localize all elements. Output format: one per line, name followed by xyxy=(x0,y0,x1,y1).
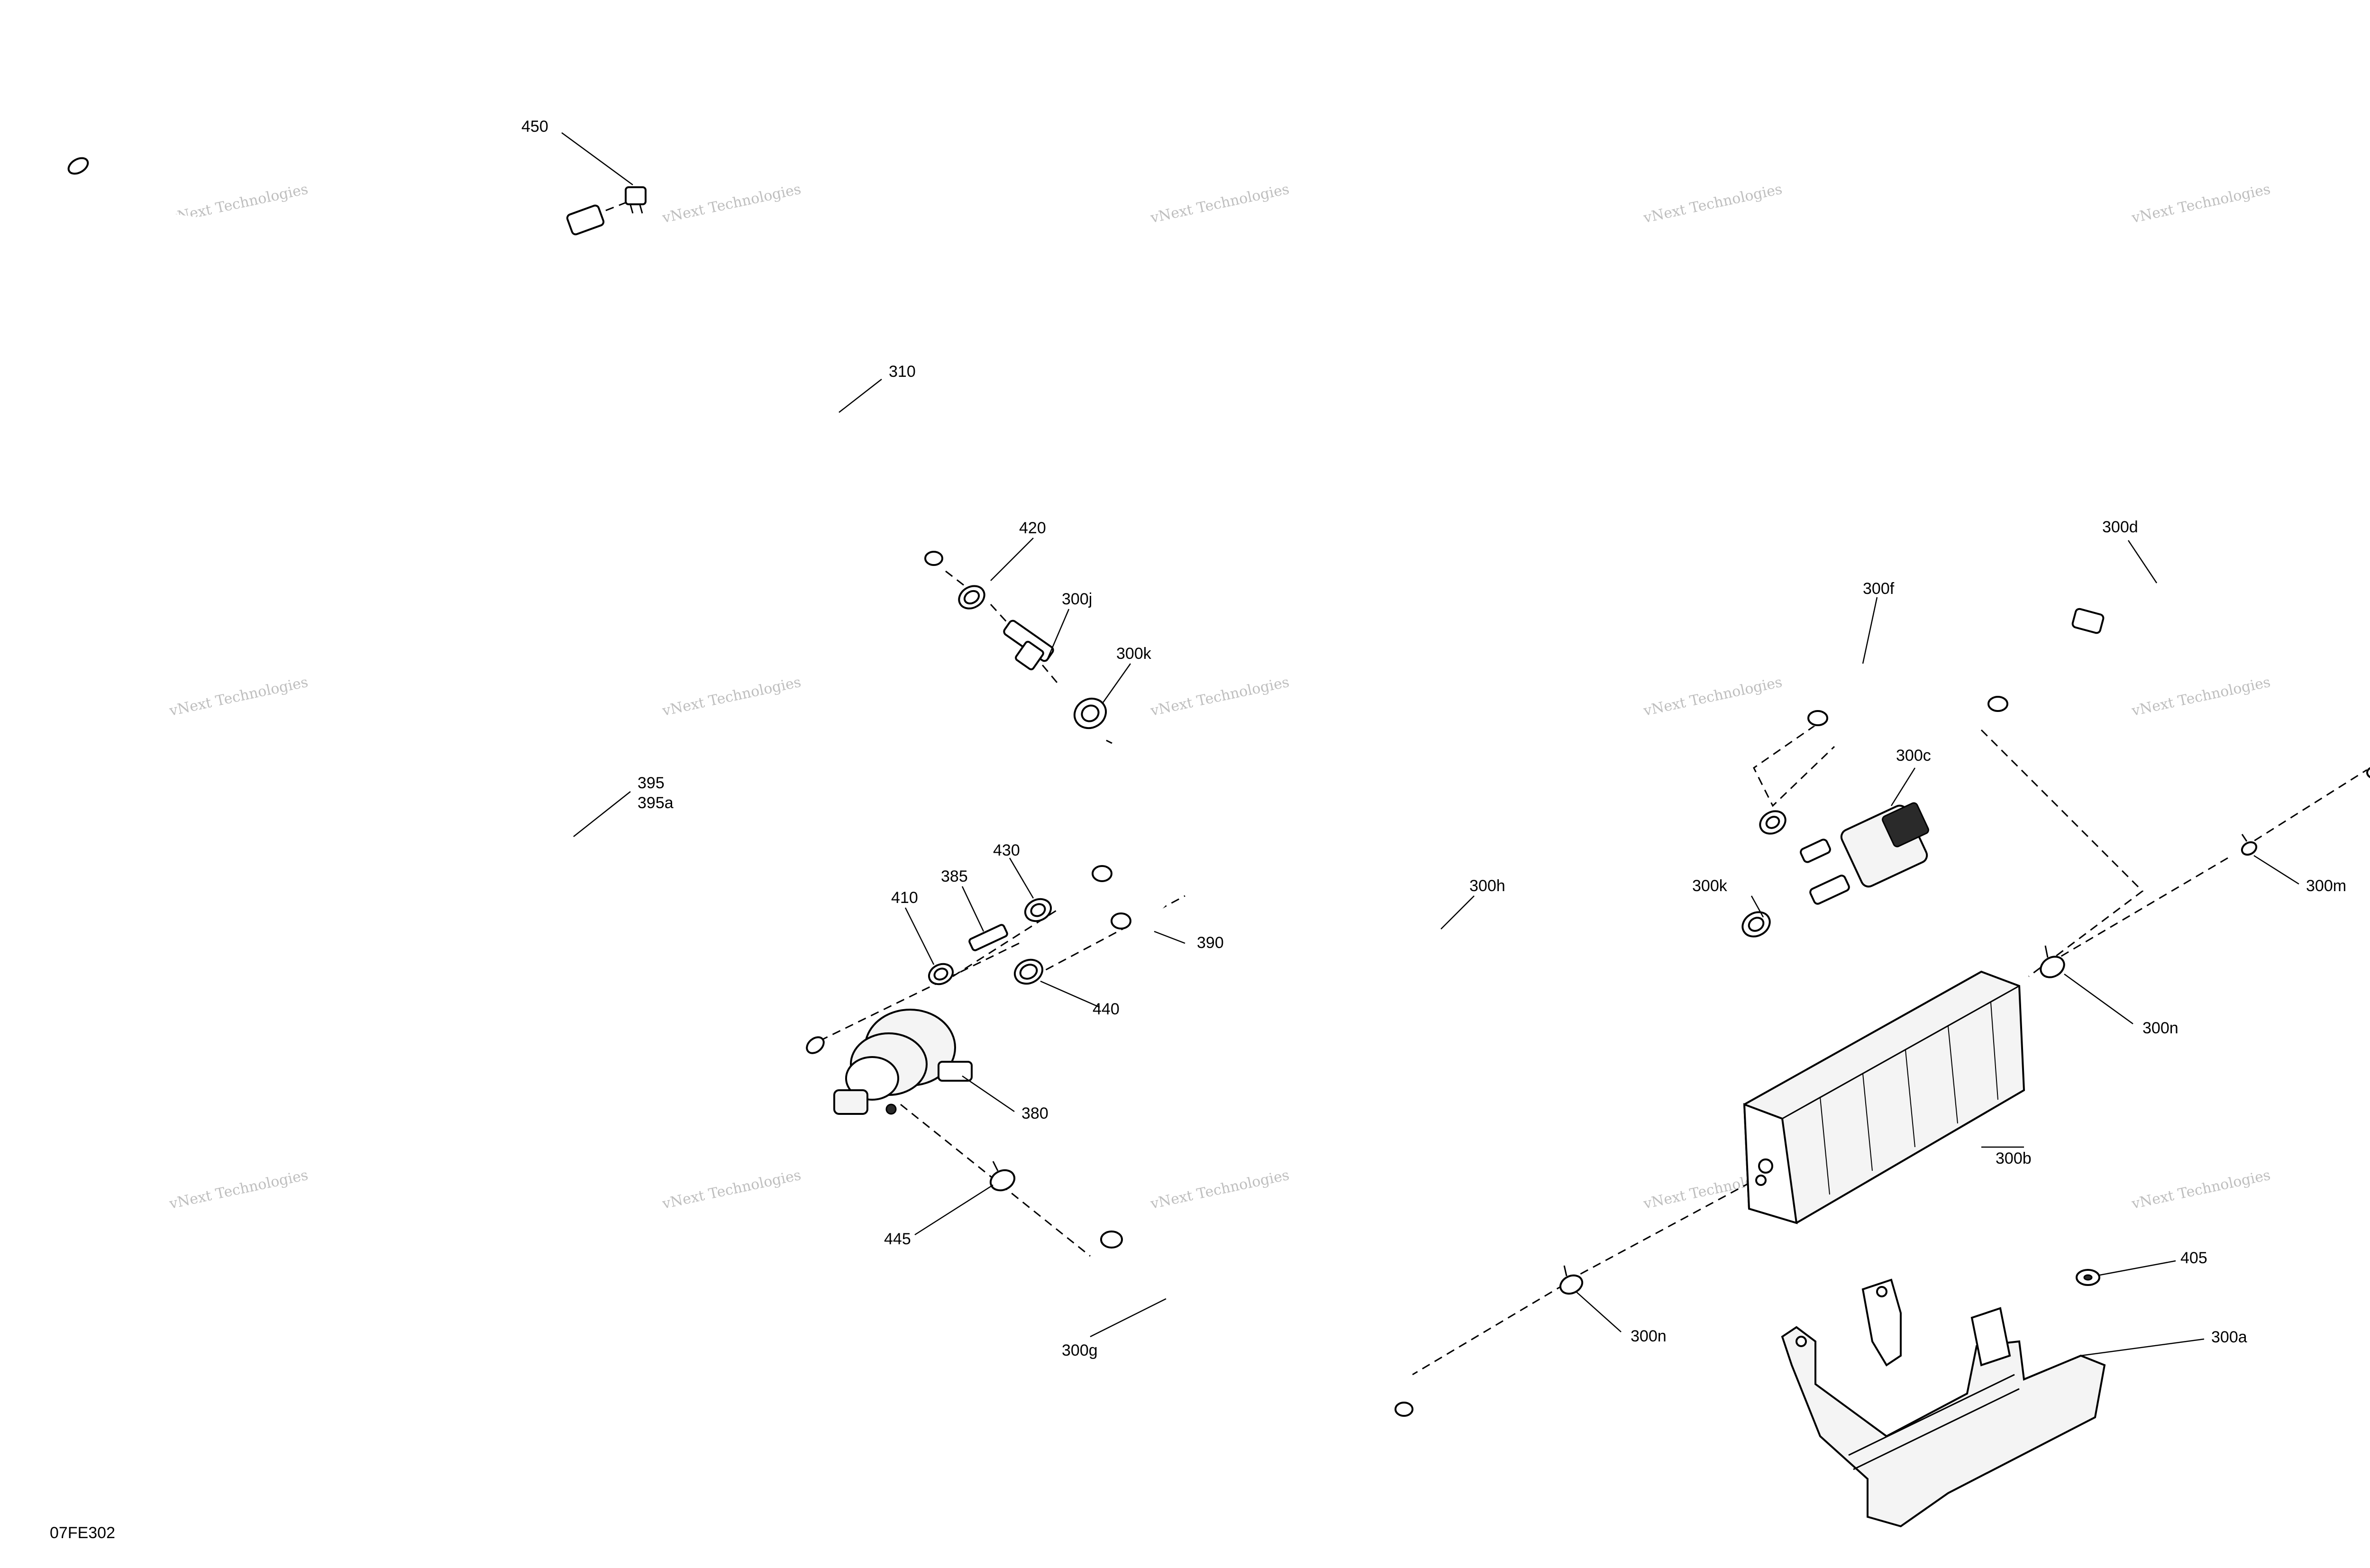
callout-395a: 395a xyxy=(638,794,674,812)
hose-395 xyxy=(64,157,825,1119)
hose-300d xyxy=(2060,561,2370,778)
purge-valve-300c xyxy=(1800,802,1929,905)
diagram-id: 07FE302 xyxy=(50,1524,115,1542)
callout-300c: 300c xyxy=(1896,747,1931,765)
callout-300b: 300b xyxy=(1996,1149,2032,1167)
callout-300g: 300g xyxy=(1062,1341,1098,1359)
fitting-300j xyxy=(1003,620,1054,671)
watermark: vNext Technologies xyxy=(1149,1167,1291,1212)
callout-410: 410 xyxy=(891,889,918,907)
screw-405 xyxy=(2076,1269,2100,1286)
callout-300m: 300m xyxy=(2306,877,2346,895)
clamp-440 xyxy=(1013,958,1044,985)
watermark: vNext Technologies xyxy=(1149,674,1291,720)
callout-440: 440 xyxy=(1093,1000,1120,1018)
watermark: vNext Technologies xyxy=(1149,181,1291,227)
hose-300g xyxy=(1100,1231,1413,1437)
callout-390: 390 xyxy=(1197,934,1224,952)
fitting-385 xyxy=(968,924,1008,951)
callout-310: 310 xyxy=(889,363,916,381)
callout-300j: 300j xyxy=(1062,590,1092,608)
callout-405: 405 xyxy=(2180,1249,2207,1267)
callout-385: 385 xyxy=(941,867,968,885)
callout-395: 395 xyxy=(638,774,665,792)
callout-300d: 300d xyxy=(2102,518,2138,536)
clamp-430 xyxy=(1024,898,1052,922)
callout-300n-right: 300n xyxy=(2142,1019,2179,1037)
canister-300b xyxy=(1743,970,2025,1224)
clamp-420 xyxy=(958,585,985,610)
watermark: vNext Technologies xyxy=(2130,1167,2272,1212)
callout-300f: 300f xyxy=(1863,580,1895,598)
clamp-300m xyxy=(2241,834,2258,856)
callout-300k-top: 300k xyxy=(1116,645,1152,663)
watermark: vNext Technologies xyxy=(660,674,802,720)
clamp-445 xyxy=(989,1161,1016,1192)
callout-380: 380 xyxy=(1021,1104,1048,1122)
hose-390 xyxy=(1092,854,1175,930)
hose-310 xyxy=(550,204,945,568)
clamp-410 xyxy=(928,963,954,985)
clamp-300k-top xyxy=(1073,697,1107,729)
clamp-450 xyxy=(625,186,647,214)
callout-labels: 450 310 420 300j 300k 395 395a 430 385 4… xyxy=(50,118,2346,1542)
watermark: vNext Technologies xyxy=(2130,181,2272,227)
watermark: vNext Technologies xyxy=(1641,674,1784,720)
clamp-300n-right xyxy=(2040,945,2065,978)
assembly-lines xyxy=(592,196,2370,1376)
callout-300n-bottom: 300n xyxy=(1631,1327,1667,1345)
callout-300k-mid: 300k xyxy=(1692,877,1728,895)
clamp-300n-bottom xyxy=(1559,1265,1584,1295)
clamp-300k-mid xyxy=(1741,911,1771,938)
hose-300f xyxy=(1787,617,2033,726)
clamp-300c xyxy=(1759,810,1787,835)
watermark: vNext Technologies xyxy=(167,674,310,720)
callout-300h: 300h xyxy=(1469,877,1505,895)
hose-300h xyxy=(1111,741,1736,1023)
watermark: vNext Technologies xyxy=(2130,674,2272,720)
callout-450: 450 xyxy=(521,118,548,136)
watermark: vNext Technologies xyxy=(660,1167,802,1212)
callout-430: 430 xyxy=(993,841,1020,859)
pump-380 xyxy=(833,1009,973,1115)
callout-420: 420 xyxy=(1019,519,1046,537)
watermark: vNext Technologies xyxy=(1641,181,1784,227)
callout-300a: 300a xyxy=(2211,1328,2247,1346)
watermark: vNext Technologies xyxy=(660,181,802,227)
watermark: vNext Technologies xyxy=(167,1167,310,1212)
bracket-300a xyxy=(1781,1278,2106,1528)
callout-445: 445 xyxy=(884,1230,911,1248)
leader-lines xyxy=(561,132,2299,1357)
